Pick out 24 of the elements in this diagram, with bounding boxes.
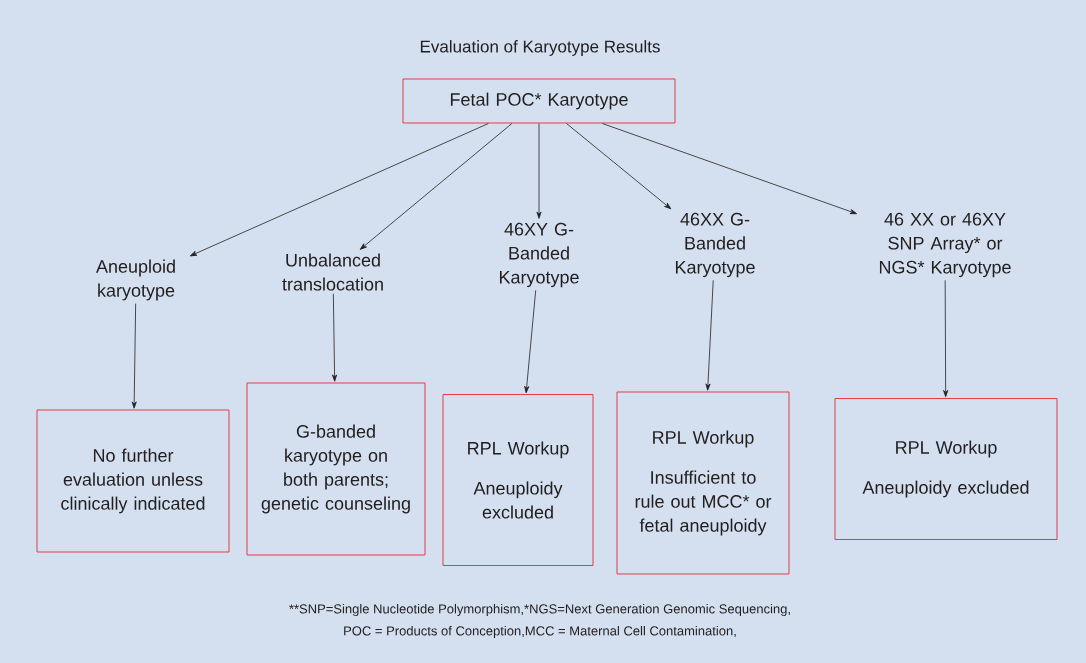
karyotype-label: 46XX G-Banded Karyotype xyxy=(675,212,755,278)
result-box: RPL Workup Aneuploidy excluded xyxy=(442,394,594,566)
result-box: RPL Workup Aneuploidy excluded xyxy=(834,398,1058,540)
footnote: POC = Products of Conception,MCC = Maternal Cell Contamination, xyxy=(344,625,736,639)
arrow xyxy=(524,289,537,394)
karyotype-label: Aneuploid karyotype xyxy=(96,259,175,301)
karyotype-label: 46 XX or 46XY SNP Array* or NGS* Karyotype xyxy=(879,212,1011,278)
arrow xyxy=(131,303,137,409)
arrow xyxy=(602,123,857,215)
arrow xyxy=(705,279,714,391)
arrow xyxy=(189,123,489,257)
arrow xyxy=(566,123,672,210)
karyotype-label: 46XY G-Banded Karyotype xyxy=(499,222,579,288)
arrow xyxy=(943,279,949,398)
karyotype-label: Unbalanced translocation xyxy=(282,253,383,291)
arrow xyxy=(332,293,338,382)
title: Evaluation of Karyotype Results xyxy=(420,40,660,56)
result-box: G-banded karyotype on both parents; genetic counseling xyxy=(246,382,426,556)
arrow xyxy=(536,123,542,219)
result-box: RPL Workup Insufficient to rule out MCC* or fetal aneuploidy xyxy=(616,391,790,575)
arrow xyxy=(359,123,513,250)
result-box: No further evaluation unless clinically indicated xyxy=(36,409,230,553)
footnote: **SNP=Single Nucleotide Polymorphism,*NGS=Next Generation Genomic Sequencing, xyxy=(289,603,790,617)
result-box: Fetal POC* Karyotype xyxy=(402,78,676,124)
